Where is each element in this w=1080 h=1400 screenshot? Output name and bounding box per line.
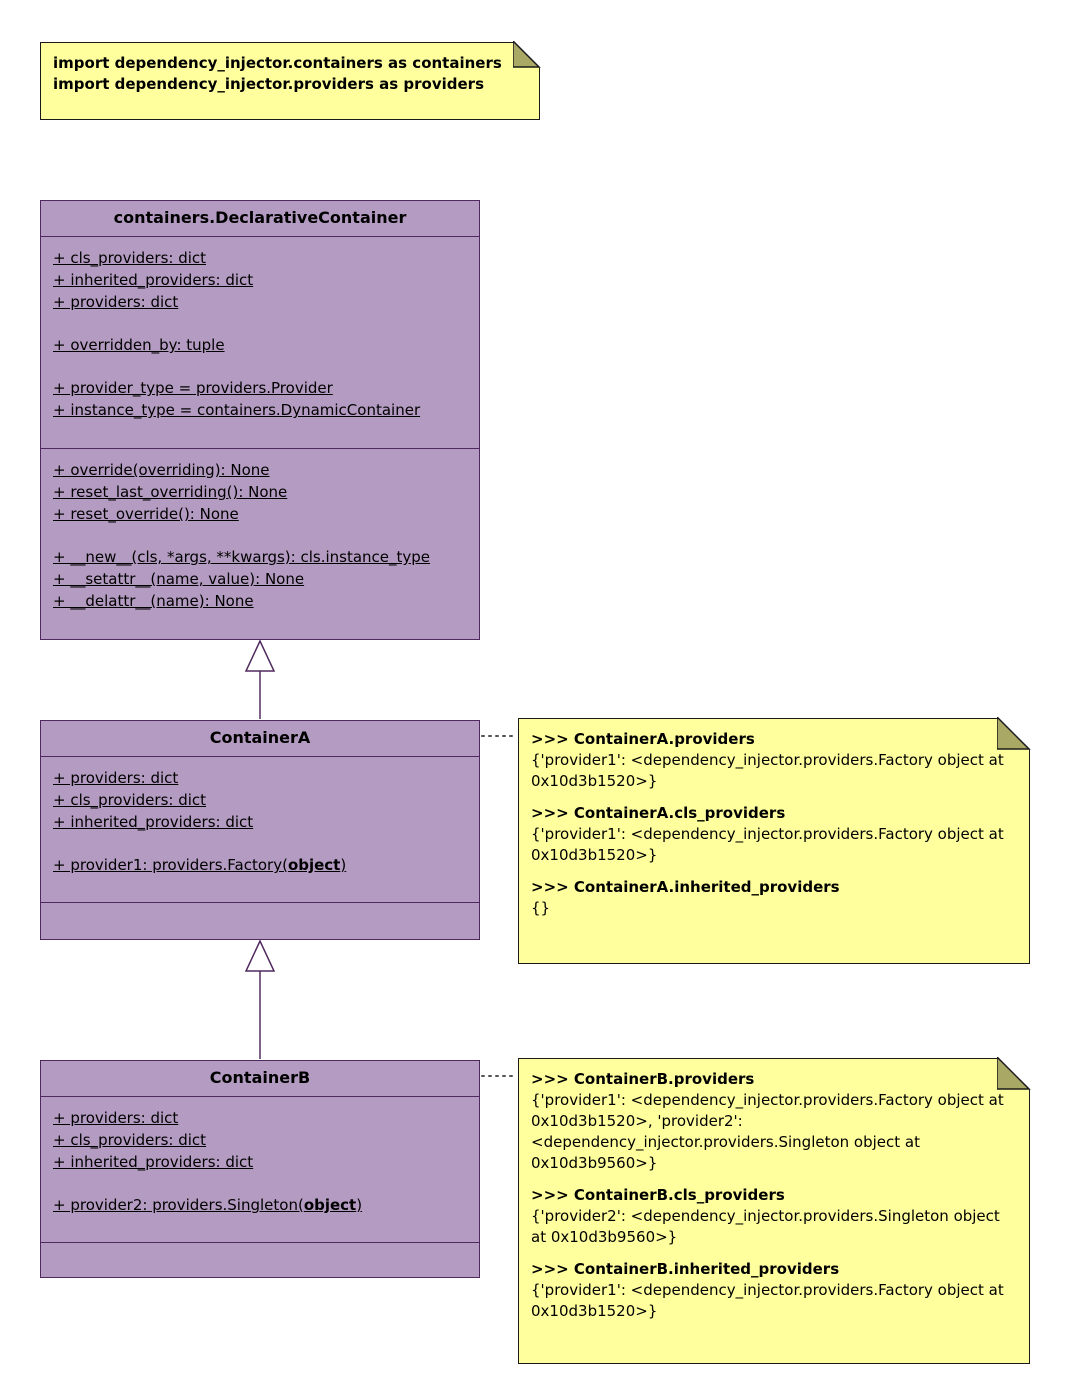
class-member: + inherited_providers: dict bbox=[53, 813, 254, 831]
class-member: + cls_providers: dict bbox=[53, 791, 207, 809]
repl-output-line: {'provider1': <dependency_injector.provi… bbox=[531, 1281, 1004, 1320]
member-group: + provider1: providers.Factory(object) bbox=[53, 854, 467, 876]
class-member: + providers: dict bbox=[53, 293, 179, 311]
repl-output-line: {'provider1': <dependency_injector.provi… bbox=[531, 825, 1004, 864]
class-member: + providers: dict bbox=[53, 1109, 179, 1127]
attributes-section: + providers: dict + cls_providers: dict + … bbox=[41, 1097, 479, 1243]
class-title: ContainerB bbox=[41, 1061, 479, 1097]
import-note: import dependency_injector.containers as… bbox=[40, 41, 541, 120]
methods-section bbox=[41, 1243, 479, 1277]
class-member: + reset_override(): None bbox=[53, 505, 239, 523]
class-member: + __setattr__(name, value): None bbox=[53, 570, 305, 588]
repl-command-line: >>> ContainerB.inherited_providers bbox=[531, 1260, 840, 1278]
attributes-section: + providers: dict + cls_providers: dict + … bbox=[41, 757, 479, 903]
repl-command-line: >>> ContainerA.providers bbox=[531, 730, 755, 748]
repl-command-line: >>> ContainerA.inherited_providers bbox=[531, 878, 840, 896]
repl-output-line: {} bbox=[531, 899, 551, 917]
member-group: + overridden_by: tuple bbox=[53, 334, 467, 356]
class-member: + provider_type = providers.Provider bbox=[53, 379, 333, 397]
member-group: + provider2: providers.Singleton(object) bbox=[53, 1194, 467, 1216]
note-container-a-output: >>> ContainerA.providers {'provider1': <d… bbox=[518, 717, 1031, 964]
note-fold-icon bbox=[997, 1057, 1031, 1091]
methods-section: + override(overriding): None + reset_last… bbox=[41, 449, 479, 639]
import-statement: import dependency_injector.providers as … bbox=[53, 75, 485, 93]
class-title: containers.DeclarativeContainer bbox=[41, 201, 479, 237]
class-title: ContainerA bbox=[41, 721, 479, 757]
repl-output-line: {'provider1': <dependency_injector.provi… bbox=[531, 751, 1004, 790]
repl-command-line: >>> ContainerB.providers bbox=[531, 1070, 755, 1088]
class-member: + inherited_providers: dict bbox=[53, 271, 254, 289]
member-group: + cls_providers: dict + inherited_provide… bbox=[53, 247, 467, 313]
attributes-section: + cls_providers: dict + inherited_provide… bbox=[41, 237, 479, 449]
note-fold-icon bbox=[997, 717, 1031, 751]
class-member: + reset_last_overriding(): None bbox=[53, 483, 288, 501]
class-box-container-a: ContainerA + providers: dict + cls_provid… bbox=[40, 720, 480, 940]
class-member: + providers: dict bbox=[53, 769, 179, 787]
class-box-declarative-container: containers.DeclarativeContainer + cls_pr… bbox=[40, 200, 480, 640]
member-group: + provider_type = providers.Provider + in… bbox=[53, 377, 467, 421]
class-box-container-b: ContainerB + providers: dict + cls_provid… bbox=[40, 1060, 480, 1278]
class-member: + provider1: providers.Factory(object) bbox=[53, 856, 347, 874]
note-fold-icon bbox=[513, 41, 541, 69]
class-member: + __delattr__(name): None bbox=[53, 592, 254, 610]
member-group: + providers: dict + cls_providers: dict + … bbox=[53, 767, 467, 833]
class-member: + cls_providers: dict bbox=[53, 249, 207, 267]
class-member: + override(overriding): None bbox=[53, 461, 270, 479]
member-group: + providers: dict + cls_providers: dict + … bbox=[53, 1107, 467, 1173]
note-container-b-output: >>> ContainerB.providers {'provider1': <d… bbox=[518, 1057, 1031, 1364]
repl-command-line: >>> ContainerB.cls_providers bbox=[531, 1186, 785, 1204]
inheritance-arrow-containerb-to-containera bbox=[244, 939, 276, 1059]
class-member: + inherited_providers: dict bbox=[53, 1153, 254, 1171]
import-statement: import dependency_injector.containers as… bbox=[53, 54, 502, 72]
class-member: + provider2: providers.Singleton(object) bbox=[53, 1196, 363, 1214]
member-group: + override(overriding): None + reset_last… bbox=[53, 459, 467, 525]
inheritance-arrow-containera-to-declarativecontainer bbox=[244, 639, 276, 719]
member-group: + __new__(cls, *args, **kwargs): cls.ins… bbox=[53, 546, 467, 612]
repl-output-line: {'provider2': <dependency_injector.provi… bbox=[531, 1207, 1000, 1246]
class-member: + cls_providers: dict bbox=[53, 1131, 207, 1149]
class-member: + instance_type = containers.DynamicCont… bbox=[53, 401, 421, 419]
class-member: + __new__(cls, *args, **kwargs): cls.ins… bbox=[53, 548, 431, 566]
repl-command-line: >>> ContainerA.cls_providers bbox=[531, 804, 786, 822]
methods-section bbox=[41, 903, 479, 939]
repl-output-line: {'provider1': <dependency_injector.provi… bbox=[531, 1091, 1004, 1172]
class-member: + overridden_by: tuple bbox=[53, 336, 225, 354]
